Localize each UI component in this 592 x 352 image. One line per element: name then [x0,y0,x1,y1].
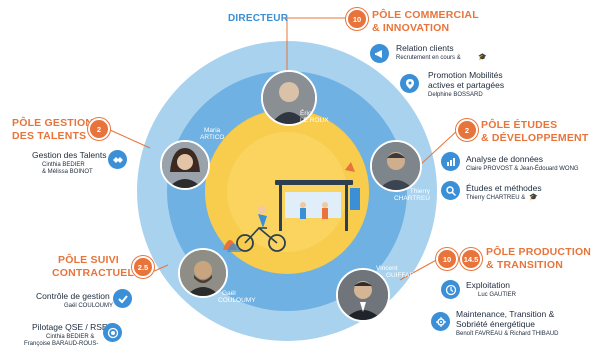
production-badge-2: 14.5 [460,248,482,270]
etudes-person-first-name: Thierry [409,188,430,195]
production-title-1: PÔLE PRODUCTION [486,246,592,258]
suivi-title-1: PÔLE SUIVI [58,254,119,266]
director-last-name: LE ROUX [300,117,329,124]
director-photo [261,70,317,126]
production-item1-sub: Luc GAUTIER [478,292,517,298]
talents-person-first-name: Maria [204,127,221,134]
gear-bulb-icon [431,312,450,331]
commercial-title-2: & INNOVATION [372,22,450,34]
checkmark-icon [113,289,132,308]
etudes-person-photo [370,140,422,192]
etudes-title-1: PÔLE ÉTUDES [481,119,558,131]
commercial-badge: 10 [346,8,368,30]
megaphone-icon [370,44,389,63]
suivi-person-photo [178,248,228,298]
production-person-last-name: GUIFFARD [386,272,419,279]
suivi-title-2: CONTRACTUEL [52,267,135,279]
production-item2-title-1: Maintenance, Transition & [456,309,555,319]
talents-item1-sub-2: & Mélissa BOINOT [42,169,93,175]
production-item1-title: Exploitation [466,280,510,290]
suivi-badge: 2.5 [132,256,154,278]
etudes-item1-sub: Claire PROVOST & Jean-Édouard WONG [466,166,579,172]
search-icon [441,181,460,200]
graduation-cap-icon: 🎓 [478,54,487,61]
etudes-person-last-name: CHARTREU [394,195,430,202]
etudes-item1-title: Analyse de données [466,154,544,164]
production-item2-title-2: Sobriété énergétique [456,319,535,329]
suivi-item1-title: Contrôle de gestion [36,291,110,301]
chart-icon [441,152,460,171]
commercial-item2-title-1: Promotion Mobilités [428,70,503,80]
etudes-title-2: & DÉVELOPPEMENT [481,132,589,144]
director-title: DIRECTEUR [228,13,289,24]
production-badge-1: 10 [436,248,458,270]
talents-badge: 2 [88,118,110,140]
suivi-person-last-name: COULOUMY [218,297,256,304]
director-first-name: Éric [300,110,312,117]
commercial-item1-title: Relation clients [396,43,454,53]
commercial-title-1: PÔLE COMMERCIAL [372,9,479,21]
suivi-item2-title: Pilotage QSE / RSE [32,322,108,332]
etudes-badge: 2 [456,119,478,141]
commercial-item2-sub: Delphine BOSSARD [428,92,483,98]
suivi-item1-sub: Gaël COULOUMY [64,303,114,309]
talents-item1-sub-1: Cinthia BEDIER [42,162,85,168]
talents-title-1: PÔLE GESTION [12,117,94,129]
production-person-first-name: Vincent [376,265,398,272]
talents-person-last-name: ARTICO [200,134,225,141]
suivi-item2-sub-2: Françoise BARAUD-ROUS- [24,341,99,347]
production-item2-sub: Benoît FAVREAU & Richard THIBAUD [456,331,559,337]
handshake-icon [108,150,127,169]
talents-person-photo [160,140,210,190]
commercial-item1-sub: Recrutement en cours & [396,55,461,61]
suivi-person-first-name: Gaël [222,290,236,297]
clock-icon [441,280,460,299]
production-title-2: & TRANSITION [486,259,564,271]
suivi-item2-sub-1: Cinthia BEDIER & [46,334,95,340]
target-icon [103,323,122,342]
talents-title-2: DES TALENTS [12,130,87,142]
production-person-photo [336,268,390,322]
graduation-cap-icon: 🎓 [529,194,538,201]
commercial-item2-title-2: actives et partagées [428,80,505,90]
etudes-item2-sub: Thierry CHARTREU & [466,195,526,201]
talents-item1-title: Gestion des Talents [32,150,107,160]
etudes-item2-title: Études et méthodes [466,183,542,193]
bus-stop-illustration [205,110,369,274]
location-pin-icon [400,74,419,93]
